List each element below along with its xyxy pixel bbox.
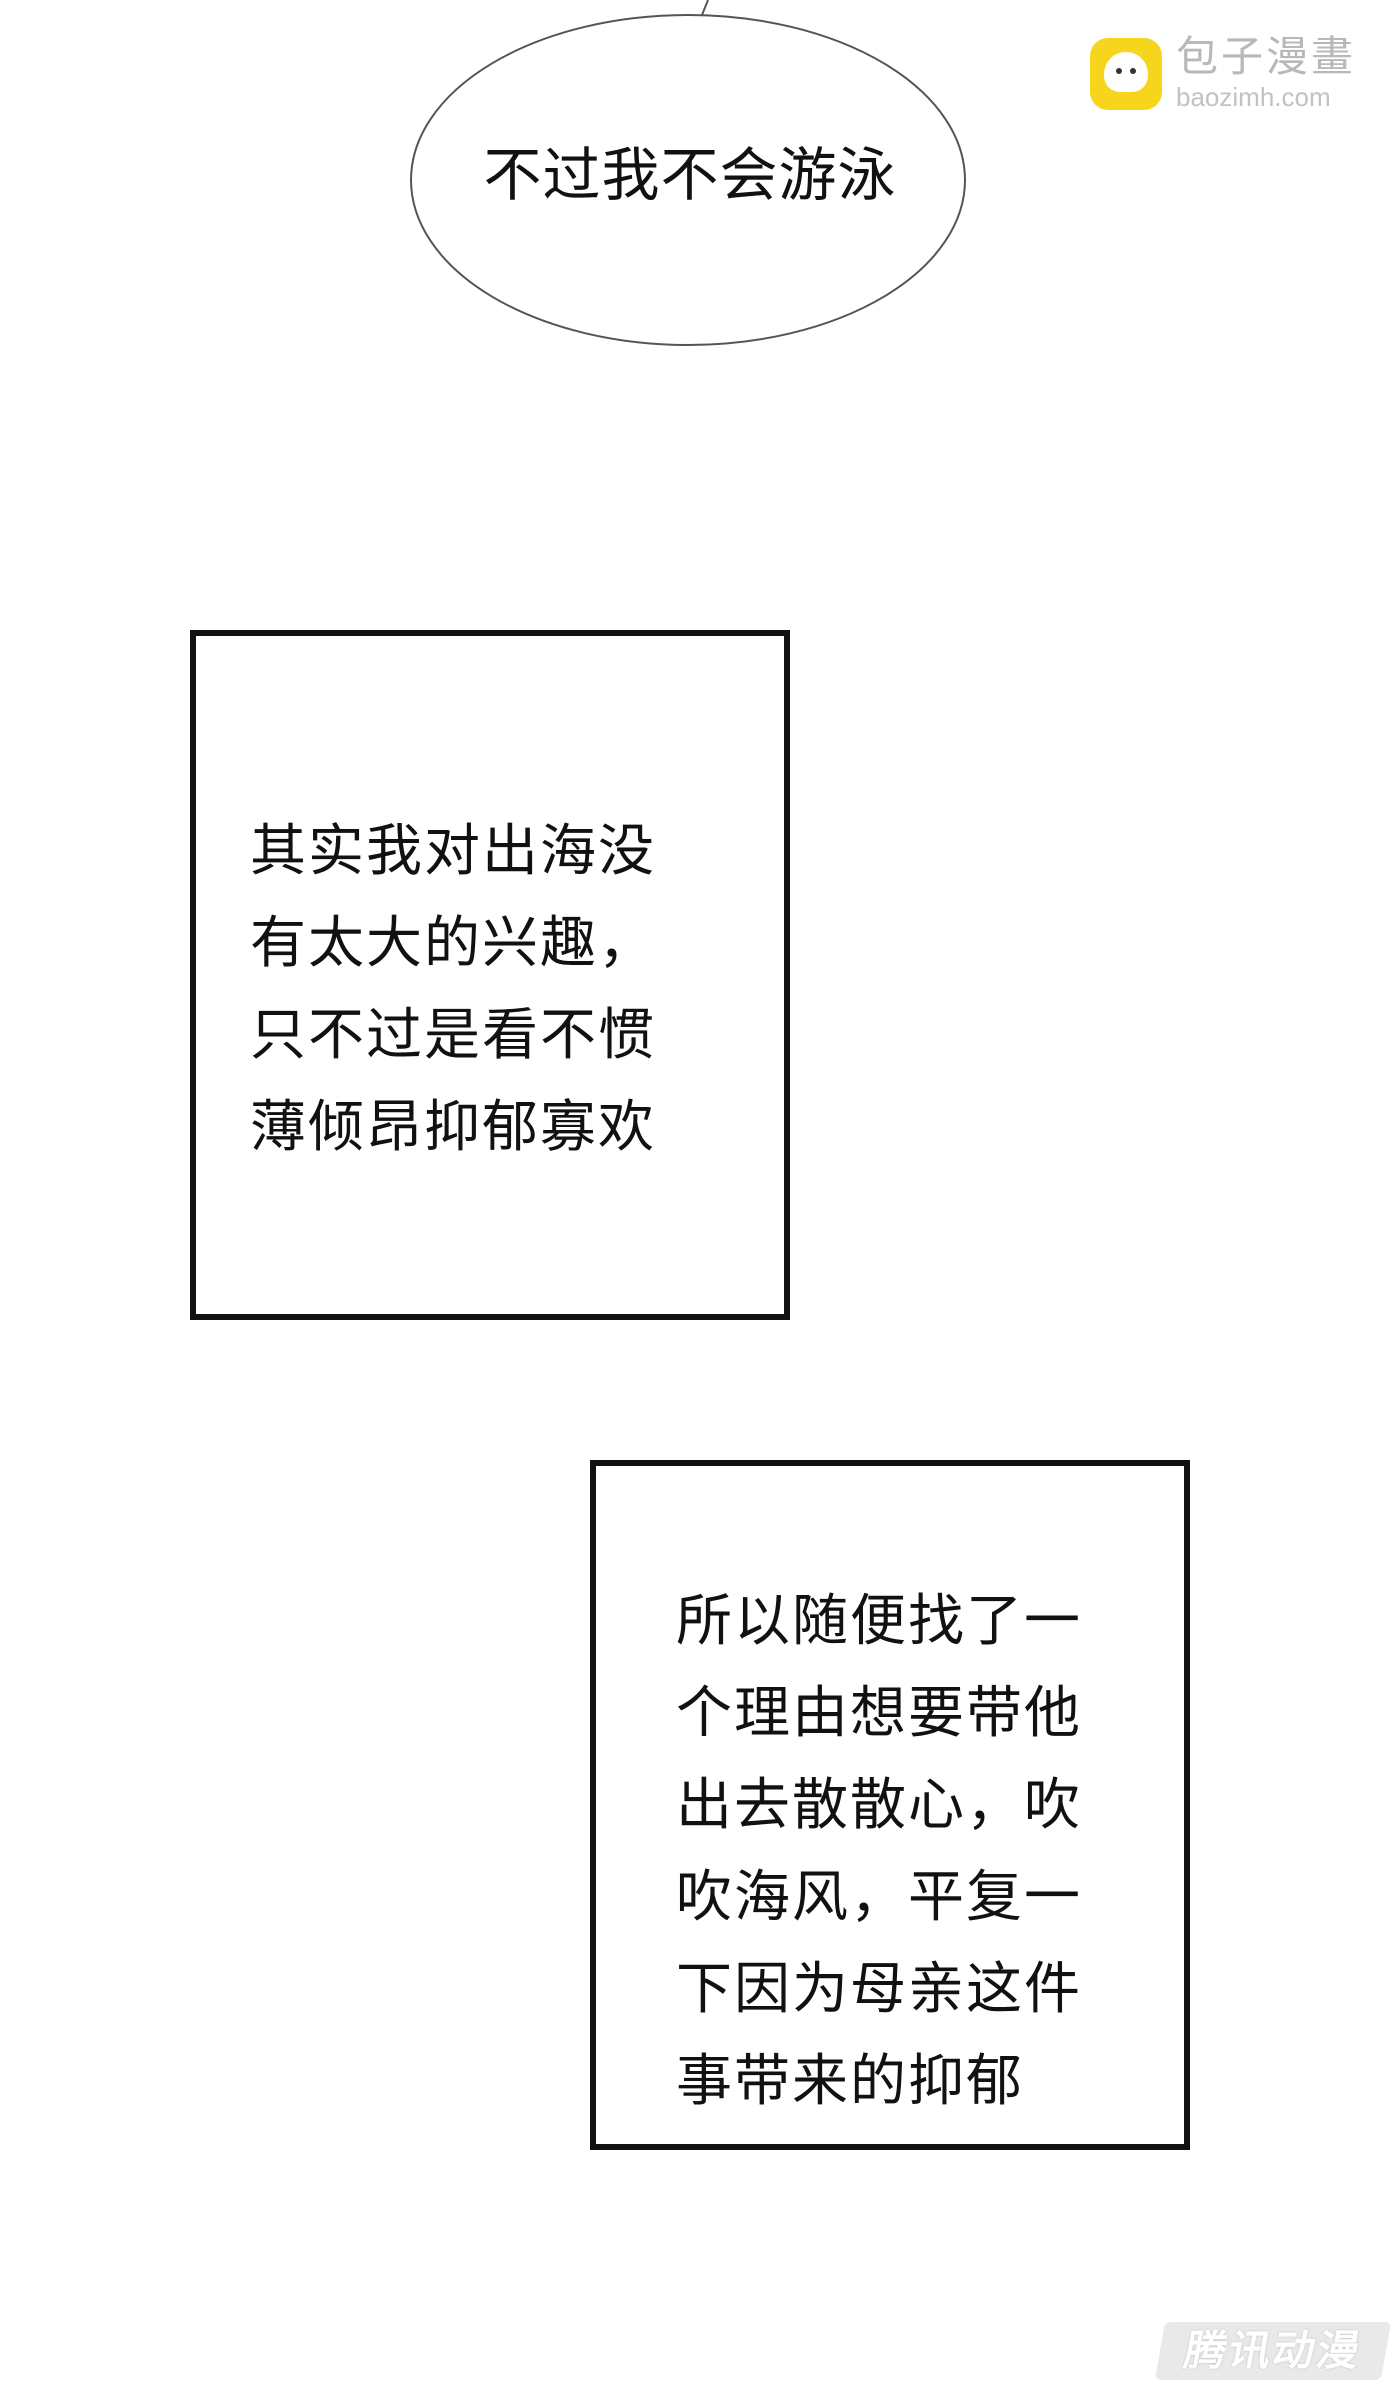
watermark-url: baozimh.com — [1176, 82, 1331, 112]
speech-bubble-text: 不过我不会游泳 — [483, 141, 897, 209]
watermark-title: 包子漫畫 — [1176, 32, 1357, 81]
narration-box-1: 其实我对出海没 有太大的兴趣， 只不过是看不惯 薄倾昂抑郁寡欢 — [190, 630, 790, 1320]
speech-bubble — [410, 0, 966, 346]
narration-text-1: 其实我对出海没 有太大的兴趣， 只不过是看不惯 薄倾昂抑郁寡欢 — [250, 819, 656, 1160]
narration-text-2: 所以随便找了一 个理由想要带他 出去散散心，吹 吹海风，平复一 下因为母亲这件 … — [676, 1589, 1082, 2114]
bun-icon — [1090, 38, 1162, 110]
watermark-logo: 包子漫畫 baozimh.com — [1090, 30, 1400, 120]
corner-watermark-text: 腾讯动漫 — [1180, 2326, 1366, 2375]
narration-box-2: 所以随便找了一 个理由想要带他 出去散散心，吹 吹海风，平复一 下因为母亲这件 … — [590, 1460, 1190, 2150]
corner-watermark: 腾讯动漫 — [1154, 2322, 1392, 2380]
